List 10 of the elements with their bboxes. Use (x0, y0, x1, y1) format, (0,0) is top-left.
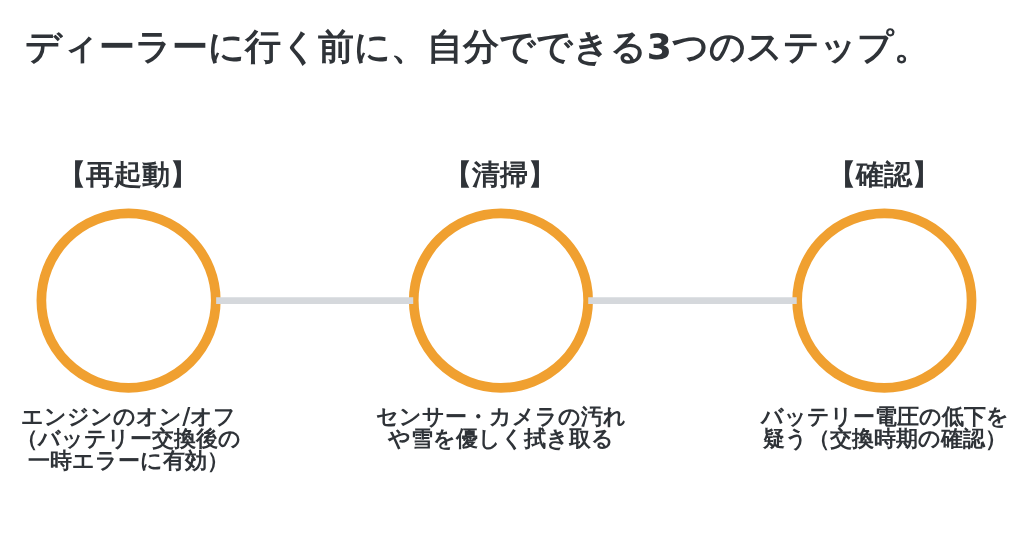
diagram-title: ディーラーに行く前に、自分でできる3つのステップ。 (24, 26, 930, 68)
node-label: エンジンのオン/オフ（バッテリー交換後の一時エラーに有効） (16, 402, 242, 473)
node-circle (36, 208, 221, 393)
node-label: 【確認】 (827, 158, 940, 192)
node-label: センサー・カメラの汚れや雪を優しく拭き取る (376, 402, 627, 451)
node-circle (792, 208, 977, 393)
node-label: 【清掃】 (444, 158, 557, 192)
node-label: バッテリー電圧の低下を疑う（交換時期の確認） (761, 402, 1010, 451)
node-circle (408, 208, 593, 393)
node-label: 【再起動】 (57, 158, 198, 192)
